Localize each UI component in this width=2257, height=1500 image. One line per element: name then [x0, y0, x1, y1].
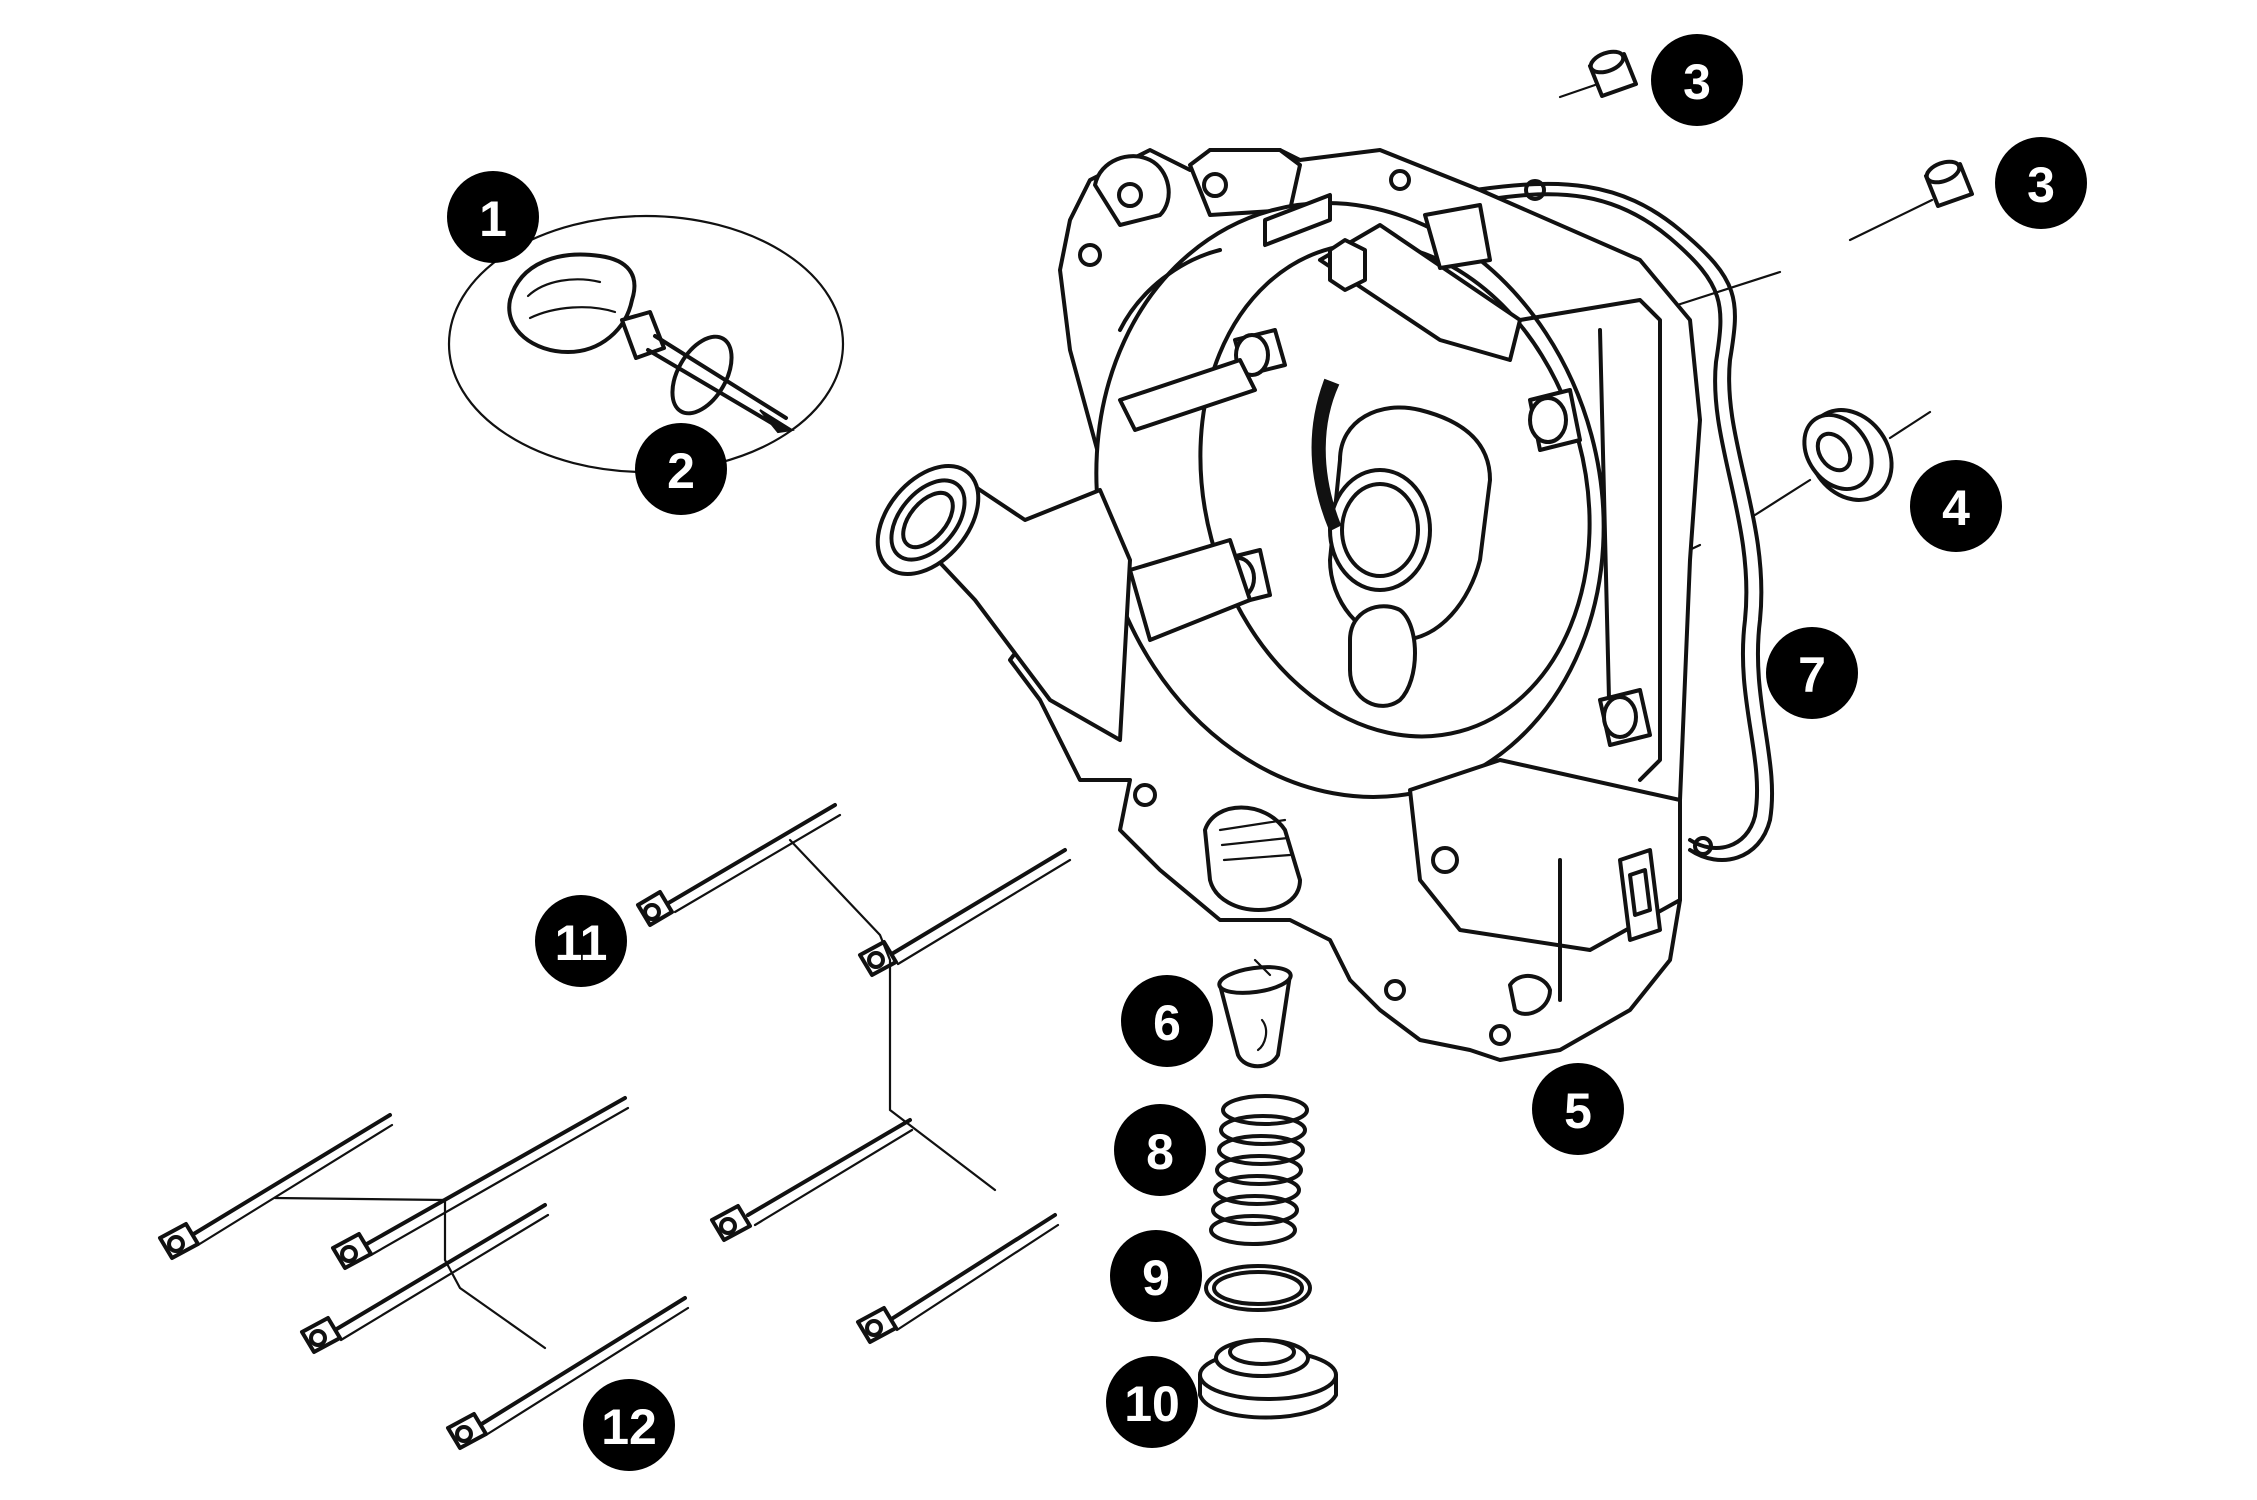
- callout-badge: 8: [1114, 1104, 1206, 1196]
- cover-central-housing: [1311, 378, 1492, 708]
- drain-plug: [1198, 1338, 1338, 1420]
- dipstick: [507, 252, 795, 434]
- bolt-set-12-leader: [273, 1196, 547, 1350]
- callout-number: 5: [1564, 1083, 1592, 1139]
- cover-boss-right: [1528, 388, 1582, 452]
- callout-badge: 5: [1532, 1063, 1624, 1155]
- bolt: [636, 803, 842, 927]
- callout-badge: 10: [1106, 1356, 1198, 1448]
- callout-badge: 7: [1766, 627, 1858, 719]
- plug-right: [1848, 159, 1974, 242]
- bolt-set-11: [636, 803, 1072, 1344]
- callout-number: 3: [2027, 157, 2055, 213]
- dipstick-detail-group: [447, 214, 845, 474]
- strainer-spring: [1209, 1094, 1309, 1246]
- callout-badge: 1: [447, 171, 539, 263]
- bolt: [158, 1113, 394, 1260]
- oil-seal: [1753, 408, 1932, 517]
- callout-badge: 4: [1910, 460, 2002, 552]
- callout-badge: 2: [635, 423, 727, 515]
- callout-badge: 3: [1651, 34, 1743, 126]
- dipstick-o-ring: [670, 334, 734, 416]
- cover-boss-lower: [1598, 688, 1652, 747]
- callout-number: 12: [601, 1399, 657, 1455]
- bolt-set-11-leader: [788, 838, 997, 1192]
- callout-number: 3: [1683, 54, 1711, 110]
- bolt-set-12: [158, 1096, 690, 1450]
- bolt: [446, 1296, 690, 1450]
- callout-badge: 6: [1121, 975, 1213, 1067]
- callout-number: 6: [1153, 995, 1181, 1051]
- callout-number: 4: [1942, 480, 1970, 536]
- callout-badge: 12: [583, 1379, 675, 1471]
- callout-number: 2: [667, 443, 695, 499]
- cover-filler-neck: [875, 463, 1132, 742]
- bolt: [856, 1213, 1060, 1344]
- callout-badge: 3: [1995, 137, 2087, 229]
- callout-badge: 9: [1110, 1230, 1202, 1322]
- drain-o-ring: [1204, 1264, 1312, 1312]
- callout-number: 11: [555, 915, 608, 971]
- callout-number: 1: [479, 191, 507, 247]
- bolt: [331, 1096, 630, 1270]
- bolt: [858, 848, 1072, 977]
- bolt: [710, 1118, 914, 1242]
- crankcase-cover: [875, 148, 1713, 1062]
- bolt: [300, 1203, 550, 1354]
- callout-number: 8: [1146, 1124, 1174, 1180]
- oil-strainer: [1217, 958, 1293, 1069]
- callout-badge: 11: [535, 895, 627, 987]
- callout-number: 9: [1142, 1250, 1170, 1306]
- callout-number: 10: [1124, 1376, 1180, 1432]
- callout-number: 7: [1798, 647, 1826, 703]
- plug-upper: [1558, 49, 1638, 99]
